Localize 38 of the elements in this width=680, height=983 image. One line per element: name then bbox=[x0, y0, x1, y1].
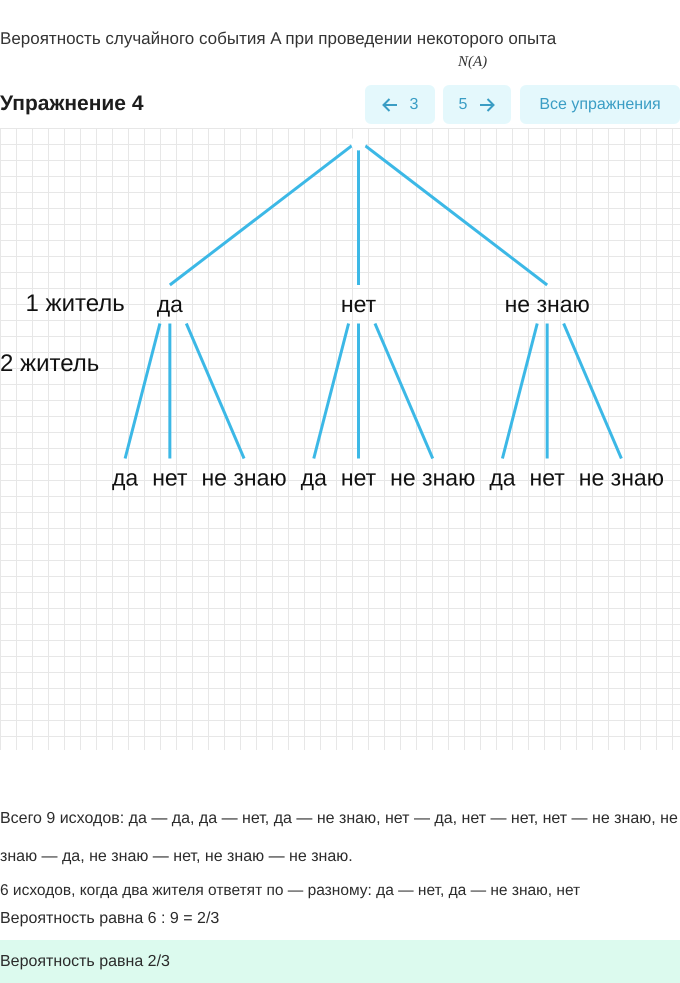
grid-paper-background: да нет не знаю да нет не знаю да нет не знаю да нет не знаю 1 житель 2 житель bbox=[0, 128, 680, 750]
node-text: нет bbox=[340, 291, 376, 317]
node-text: да bbox=[489, 464, 516, 490]
node-text: нет bbox=[340, 464, 376, 490]
connector bbox=[168, 144, 353, 286]
node-text: да bbox=[112, 464, 138, 490]
node-text: да bbox=[300, 464, 327, 490]
node-point bbox=[351, 136, 366, 150]
answer-text: Вероятность равна 2/3 bbox=[0, 952, 170, 970]
node-text: не знаю bbox=[202, 464, 287, 490]
node-text: да bbox=[156, 291, 183, 317]
connector bbox=[546, 324, 549, 458]
connector bbox=[364, 144, 548, 286]
level-label: 1 житель bbox=[26, 290, 125, 318]
connector bbox=[124, 323, 162, 459]
connector bbox=[184, 322, 246, 460]
solution-text: Всего 9 исходов: да — да, да — нет, да — не знаю, нет — да, нет — нет, нет — не знаю, не знаю — да, не знаю — нет, не знаю — не знаю. bbox=[0, 809, 679, 867]
node-text: не знаю bbox=[578, 464, 664, 490]
intro-text: Вероятность случайного события A при проведении некоторого опыта bbox=[0, 29, 556, 49]
connector bbox=[501, 323, 539, 459]
next-exercise-button: 5 bbox=[443, 85, 511, 124]
exercise-heading: Упражнение 4 bbox=[0, 92, 144, 116]
previous-exercise-button: 3 bbox=[365, 85, 435, 124]
solution-text: 6 исходов, когда два жителя ответят по — разному: да — нет, да — не знаю, нет bbox=[0, 882, 580, 900]
solution-text: Вероятность равна 6 : 9 = 2/3 bbox=[0, 910, 220, 928]
connector bbox=[357, 150, 360, 285]
all-exercises-button: Все упражнения bbox=[520, 85, 680, 124]
connector bbox=[374, 322, 434, 460]
connector bbox=[312, 323, 350, 459]
node-text: не знаю bbox=[390, 464, 476, 490]
level-label: 2 житель bbox=[0, 350, 100, 378]
connector bbox=[562, 322, 623, 460]
connector bbox=[357, 324, 360, 458]
node-text: не знаю bbox=[504, 291, 590, 317]
connector bbox=[168, 324, 172, 458]
node-text: нет bbox=[530, 464, 565, 490]
node-text: нет bbox=[152, 464, 188, 490]
formula-fragment: N(A) bbox=[458, 54, 488, 71]
